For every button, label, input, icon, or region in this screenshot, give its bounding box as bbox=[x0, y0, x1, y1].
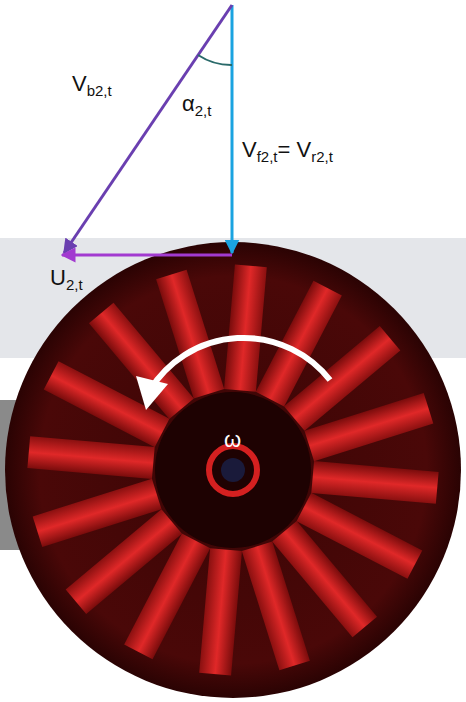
vector-label: α2,t bbox=[182, 92, 211, 120]
vector-label: Vf2,t= Vr2,t bbox=[242, 138, 333, 166]
blade bbox=[199, 548, 242, 675]
rotation-symbol: ω bbox=[224, 428, 241, 452]
vector-label: Vb2,t bbox=[72, 72, 112, 100]
blade bbox=[27, 436, 154, 479]
blade bbox=[311, 461, 438, 504]
vector-label: U2,t bbox=[50, 266, 83, 294]
rotation-arc bbox=[150, 338, 330, 390]
rotor-blades bbox=[27, 264, 438, 675]
rotor-hub bbox=[155, 392, 311, 548]
shaft-core bbox=[221, 458, 245, 482]
blade-velocity-vector bbox=[64, 5, 232, 253]
shaft-ring bbox=[209, 446, 257, 494]
blade-speed-vector bbox=[62, 254, 232, 257]
flow-velocity-vector bbox=[231, 5, 234, 253]
angle-arc bbox=[198, 55, 232, 65]
rotor-disk bbox=[5, 242, 461, 698]
blade bbox=[242, 541, 310, 670]
rotation-arrowhead bbox=[136, 376, 168, 410]
blade bbox=[33, 479, 162, 547]
blade bbox=[304, 393, 433, 461]
blade bbox=[156, 270, 224, 399]
blade bbox=[224, 264, 267, 391]
